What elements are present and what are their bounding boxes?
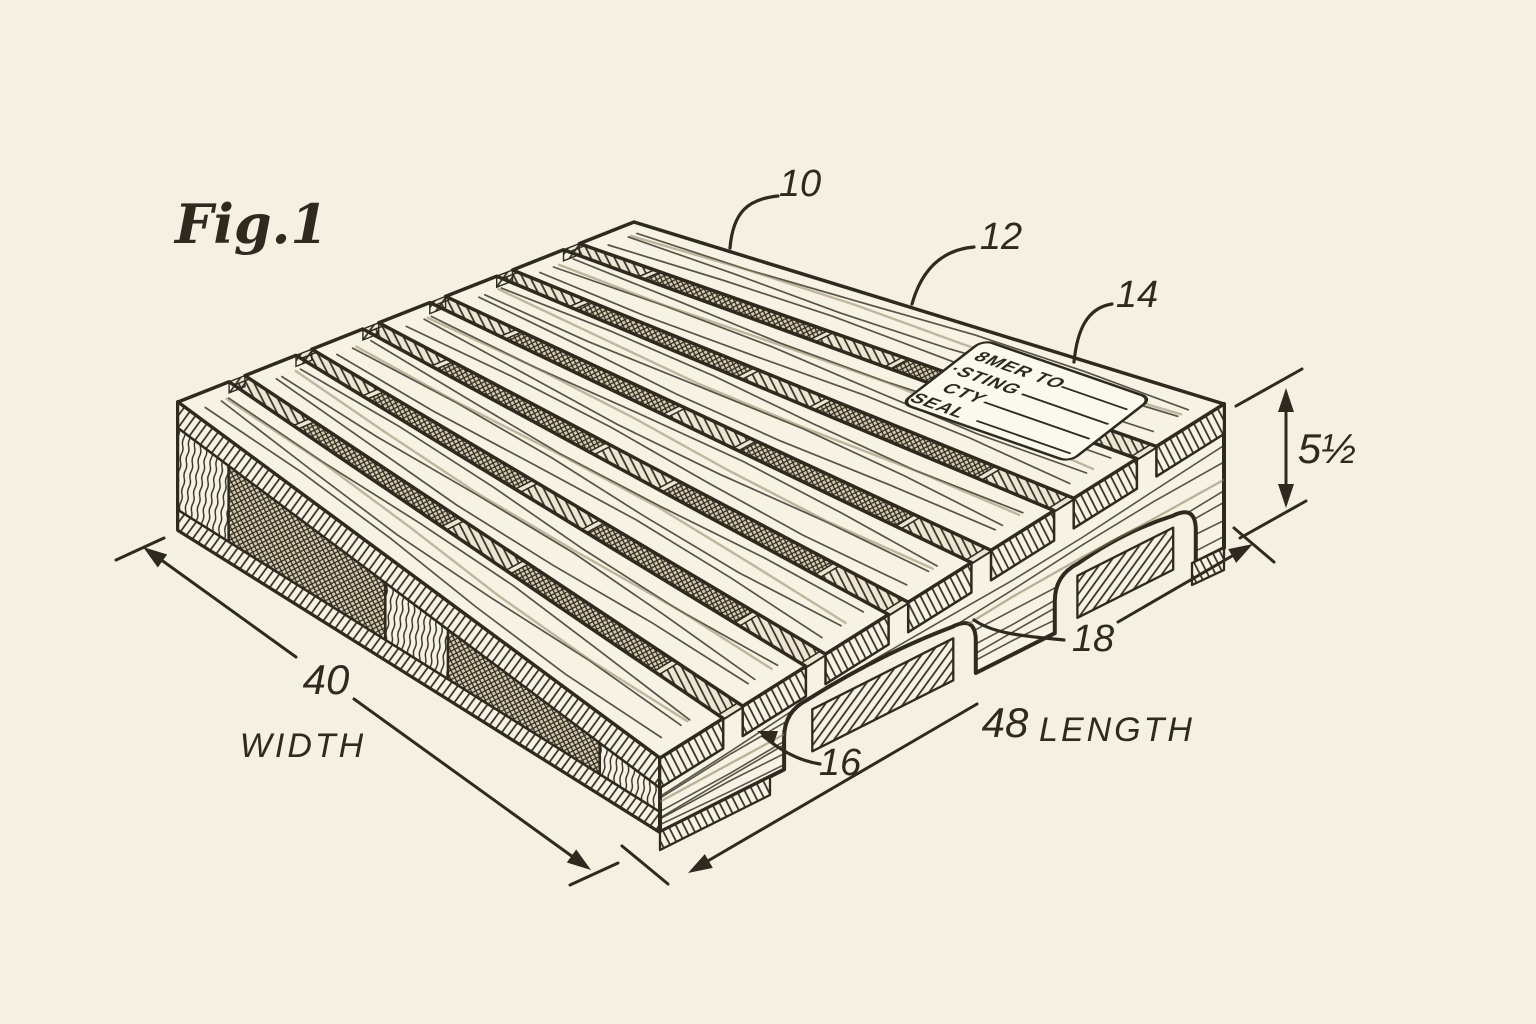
wood-grain-line xyxy=(423,318,930,573)
ref-numeral-10: 10 xyxy=(779,163,821,205)
wood-grain-line xyxy=(204,406,663,739)
leader-16-arrowhead xyxy=(757,731,778,744)
bottom-board-hatch xyxy=(1076,526,1175,619)
ref-numeral-18: 18 xyxy=(1072,618,1114,660)
length-label: LENGTH xyxy=(1039,711,1195,749)
ref-numeral-16: 16 xyxy=(819,742,862,784)
height-extension-tick xyxy=(1234,367,1304,408)
wood-grain-line xyxy=(405,325,908,586)
width-label: WIDTH xyxy=(240,727,366,765)
wood-grain-line xyxy=(220,400,682,727)
leader-lines xyxy=(728,194,1114,766)
width-arrowhead xyxy=(143,547,168,568)
wood-grain-line xyxy=(497,288,1021,517)
width-value: 40 xyxy=(303,656,350,703)
wood-grain-line xyxy=(355,345,847,625)
leader-18 xyxy=(972,618,1066,642)
board-end-step xyxy=(295,348,313,368)
seal-ruled-lines xyxy=(975,386,1128,455)
height-dimension: 5½ xyxy=(1234,367,1356,540)
height-arrowhead xyxy=(1278,388,1294,412)
wood-grain-line xyxy=(281,375,756,681)
length-arrowhead xyxy=(688,854,713,873)
ref-numeral-14: 14 xyxy=(1116,274,1158,316)
wood-grain-line xyxy=(370,339,865,613)
wood-grain-line xyxy=(275,377,749,685)
height-value: 5½ xyxy=(1298,425,1356,472)
width-extension-tick xyxy=(568,861,620,887)
height-extension-tick xyxy=(1238,499,1308,540)
seal-outline xyxy=(904,341,1149,461)
ref-numeral-12: 12 xyxy=(980,216,1022,258)
length-extension-tick xyxy=(1232,526,1276,564)
deck-board xyxy=(310,327,891,656)
height-arrowhead xyxy=(1278,484,1294,508)
wood-grain-line xyxy=(539,271,1071,485)
length-extension-tick xyxy=(620,844,670,886)
board-end-step xyxy=(562,242,581,262)
wood-grain-line xyxy=(483,293,1004,527)
wood-grain-line xyxy=(336,353,823,639)
wood-grain-line xyxy=(225,397,689,723)
board-end-step xyxy=(228,374,246,394)
stringer-grain-line xyxy=(660,444,1224,798)
board-end-step xyxy=(362,321,380,342)
wood-grain-line xyxy=(426,316,934,570)
board-end-step xyxy=(496,268,514,289)
wood-grain-line xyxy=(294,369,773,671)
width-extension-tick xyxy=(114,536,166,562)
width-arrowhead xyxy=(566,849,591,870)
figure-label: Fig.1 xyxy=(173,192,328,256)
length-dimension: 48 LENGTH xyxy=(620,526,1276,886)
bottom-board-hatch xyxy=(811,637,955,753)
width-dimension: 40 WIDTH xyxy=(114,536,620,887)
deck-board xyxy=(243,353,808,708)
wood-grain-line xyxy=(478,296,997,531)
bottom-board-end-hatch xyxy=(658,775,772,852)
leader-14 xyxy=(1072,302,1114,364)
leader-12 xyxy=(910,245,976,306)
length-arrowhead xyxy=(1228,544,1253,563)
leader-10 xyxy=(728,194,780,250)
length-value: 48 xyxy=(982,699,1029,746)
deck-board xyxy=(510,248,1139,501)
leader-16 xyxy=(761,734,822,766)
board-end-step xyxy=(429,295,447,315)
